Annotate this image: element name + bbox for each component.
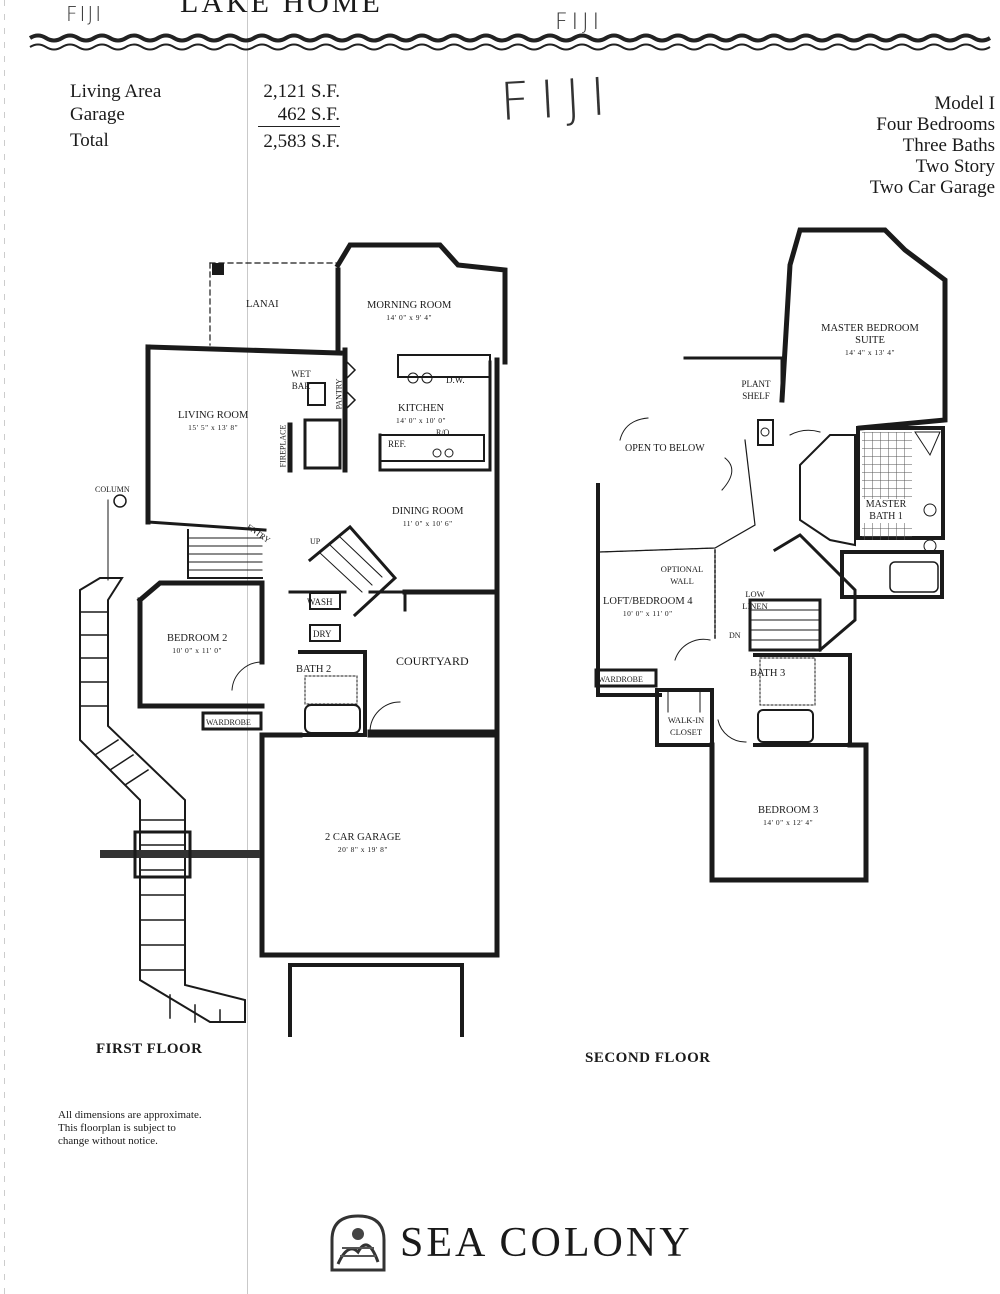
room-bath-3: BATH 3 (750, 668, 786, 679)
stat-label-garage: Garage (70, 104, 125, 125)
room-kitchen: KITCHEN 14' 0" x 10' 0" (396, 403, 446, 427)
room-bedroom-2: BEDROOM 2 10' 0" x 11' 0" (167, 633, 227, 657)
room-garage-name: 2 CAR GARAGE (325, 832, 401, 843)
room-bath-2: BATH 2 (296, 664, 332, 675)
model-stories: Two Story (915, 156, 995, 177)
note-line-2: This floorplan is subject to (58, 1122, 176, 1134)
label-plant-shelf: PLANT SHELF (741, 379, 771, 401)
document-title: LAKE HOME (180, 0, 383, 19)
second-floor-label: SECOND FLOOR (585, 1050, 711, 1066)
first-floor-label: FIRST FLOOR (96, 1041, 203, 1057)
room-dw: D.W. (446, 375, 465, 385)
handwritten-label-top-center: FIJI (555, 10, 604, 35)
area-stats-labels: Living Area Garage Total (70, 80, 161, 152)
room-pantry: PANTRY (334, 378, 344, 410)
room-master-suite-name: MASTER BEDROOM SUITE (821, 323, 919, 346)
room-loft-name: LOFT/BEDROOM 4 (603, 596, 693, 607)
room-living-room: LIVING ROOM 15' 5" x 13' 8" (178, 410, 248, 434)
room-garage-dims: 20' 8" x 19' 8" (337, 845, 388, 854)
room-bedroom-2-dims: 10' 0" x 11' 0" (172, 646, 223, 655)
room-bedroom-3-name: BEDROOM 3 (758, 805, 819, 816)
room-bedroom-3-dims: 14' 0" x 12' 4" (763, 818, 814, 827)
room-kitchen-name: KITCHEN (398, 403, 445, 414)
area-stats-values: 2,121 S.F. 462 S.F. 2,583 S.F. (258, 80, 340, 153)
model-garage: Two Car Garage (869, 177, 995, 198)
model-info: Model I Four Bedrooms Three Baths Two St… (780, 93, 995, 198)
label-up: UP (310, 537, 321, 546)
disclaimer-notes: All dimensions are approximate. This flo… (58, 1109, 202, 1148)
room-morning-room-dims: 14' 0" x 9' 4" (386, 313, 433, 322)
room-garage: 2 CAR GARAGE 20' 8" x 19' 8" (325, 832, 401, 856)
room-master-suite-dims: 14' 4" x 13' 4" (844, 348, 896, 357)
wave-divider (28, 33, 992, 51)
scan-edge-dashes (4, 0, 5, 1294)
room-lanai: LANAI (246, 299, 279, 310)
label-optional-wall: OPTIONAL WALL (660, 564, 704, 586)
stat-label-living: Living Area (70, 81, 162, 102)
room-dining-room-name: DINING ROOM (392, 506, 464, 517)
page-fold-line (247, 0, 248, 1294)
handwritten-label-top-left: FIJI (66, 2, 104, 26)
room-living-room-dims: 15' 5" x 13' 8" (188, 423, 239, 432)
room-ref: REF. (388, 439, 407, 449)
room-master-suite: MASTER BEDROOM SUITE 14' 4" x 13' 4" (815, 323, 925, 359)
label-walk-in-closet: WALK-IN CLOSET (667, 715, 705, 737)
label-dry: DRY (313, 629, 332, 639)
stat-label-total: Total (70, 130, 109, 151)
stat-value-living: 2,121 S.F. (263, 81, 340, 102)
label-low-linen: LOW LINEN (742, 589, 768, 611)
room-wet-bar: WET BAR (291, 369, 311, 391)
room-loft-dims: 10' 0" x 11' 0" (622, 609, 673, 618)
room-bedroom-3: BEDROOM 3 14' 0" x 12' 4" (758, 805, 818, 829)
room-ro: R/O (436, 428, 450, 437)
room-living-room-name: LIVING ROOM (178, 410, 249, 421)
stat-value-garage: 462 S.F. (258, 103, 340, 127)
model-baths: Three Baths (902, 135, 995, 156)
room-bedroom-2-name: BEDROOM 2 (167, 633, 228, 644)
note-line-1: All dimensions are approximate. (58, 1109, 202, 1121)
room-kitchen-dims: 14' 0" x 10' 0" (396, 416, 447, 425)
label-wardrobe-first: WARDROBE (206, 718, 251, 727)
logo-text: SEA COLONY (400, 1220, 693, 1266)
room-courtyard: COURTYARD (396, 654, 469, 668)
label-column: COLUMN (95, 485, 130, 494)
room-fireplace: FIREPLACE (278, 424, 288, 468)
label-entry: ENTRY (245, 522, 272, 545)
room-morning-room: MORNING ROOM 14' 0" x 9' 4" (367, 300, 451, 324)
room-master-bath: MASTER BATH 1 (860, 499, 912, 523)
label-dn: DN (729, 631, 741, 640)
model-name: Model I (934, 93, 995, 114)
room-dining-room: DINING ROOM 11' 0" x 10' 6" (392, 506, 463, 530)
stat-value-total: 2,583 S.F. (263, 131, 340, 152)
room-dining-room-dims: 11' 0" x 10' 6" (402, 519, 453, 528)
room-morning-room-name: MORNING ROOM (367, 300, 452, 311)
label-open-to-below: OPEN TO BELOW (625, 443, 705, 454)
sea-colony-emblem-icon (330, 1214, 386, 1272)
note-line-3: change without notice. (58, 1135, 158, 1147)
model-bedrooms: Four Bedrooms (876, 114, 995, 135)
handwritten-title-large: FIJI (498, 67, 618, 133)
label-wash: WASH (307, 597, 333, 607)
room-loft-bedroom-4: LOFT/BEDROOM 4 10' 0" x 11' 0" (603, 596, 693, 620)
label-wardrobe-second: WARDROBE (598, 675, 643, 684)
